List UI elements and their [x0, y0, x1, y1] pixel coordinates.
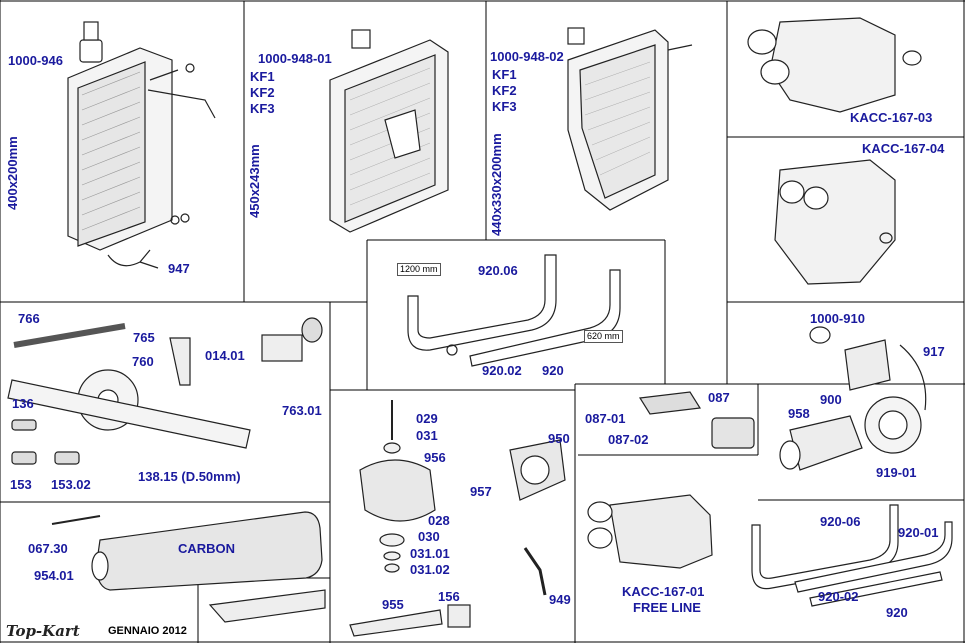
label-920-01: 920-01 — [898, 525, 939, 540]
label-957: 957 — [470, 484, 492, 499]
label-kf2-b: KF2 — [492, 83, 517, 98]
label-kf3-b: KF3 — [492, 99, 517, 114]
label-765: 765 — [133, 330, 155, 345]
label-920-a: 920 — [542, 363, 564, 378]
label-920-06-a: 920.06 — [478, 263, 518, 278]
label-138-15: 138.15 (D.50mm) — [138, 469, 241, 484]
label-958: 958 — [788, 406, 810, 421]
label-087: 087 — [708, 390, 730, 405]
label-919-01: 919-01 — [876, 465, 917, 480]
label-087-02: 087-02 — [608, 432, 649, 447]
label-950: 950 — [548, 431, 570, 446]
label-030: 030 — [418, 529, 440, 544]
label-920-02-a: 920.02 — [482, 363, 522, 378]
label-153-02: 153.02 — [51, 477, 91, 492]
label-kf2-a: KF2 — [250, 85, 275, 100]
label-1200-mm: 1200 mm — [397, 263, 441, 276]
hose-set-2-drawing — [751, 504, 953, 607]
label-031: 031 — [416, 428, 438, 443]
label-620-mm: 620 mm — [584, 330, 623, 343]
label-kacc-167-04: KACC-167-04 — [862, 141, 945, 156]
label-kacc-167-03: KACC-167-03 — [850, 110, 933, 125]
label-760: 760 — [132, 354, 154, 369]
label-carbon: CARBON — [178, 541, 236, 556]
label-156: 156 — [438, 589, 460, 604]
label-087-01: 087-01 — [585, 411, 626, 426]
label-153: 153 — [10, 477, 32, 492]
airbox-kacc-167-03-drawing — [747, 17, 922, 113]
label-031-01: 031.01 — [410, 546, 450, 561]
edition-date: GENNAIO 2012 — [108, 625, 187, 637]
label-1000-946: 1000-946 — [8, 53, 63, 68]
label-766: 766 — [18, 311, 40, 326]
label-028: 028 — [428, 513, 450, 528]
label-763-01: 763.01 — [282, 403, 322, 418]
label-free-line: FREE LINE — [633, 600, 701, 615]
label-920-b: 920 — [886, 605, 908, 620]
carburetor-parts-drawing — [349, 400, 566, 637]
label-947: 947 — [168, 261, 190, 276]
label-900: 900 — [820, 392, 842, 407]
label-955: 955 — [382, 597, 404, 612]
sprocket-axle-drawing — [7, 317, 323, 465]
label-014-01: 014.01 — [205, 348, 245, 363]
water-pump-drawing — [779, 326, 927, 471]
label-949: 949 — [549, 592, 571, 607]
label-kacc-167-01: KACC-167-01 — [622, 584, 705, 599]
radiator-1000-948-01-drawing — [329, 29, 449, 233]
label-067-30: 067.30 — [28, 541, 68, 556]
label-954-01: 954.01 — [34, 568, 74, 583]
label-1000-948-01: 1000-948-01 — [258, 51, 332, 66]
airbox-kacc-167-01-drawing — [587, 391, 755, 569]
label-kf1-a: KF1 — [250, 69, 275, 84]
label-kf1-b: KF1 — [492, 67, 517, 82]
exhaust-drawing — [51, 511, 326, 623]
label-kf3-a: KF3 — [250, 101, 275, 116]
label-1000-948-02: 1000-948-02 — [490, 49, 564, 64]
label-size-450x243: 450x243mm — [247, 144, 262, 218]
brand-logo: Top-Kart — [6, 622, 80, 640]
label-920-02-b: 920-02 — [818, 589, 859, 604]
label-031-02: 031.02 — [410, 562, 450, 577]
label-920-06-b: 920-06 — [820, 514, 861, 529]
radiator-1000-948-02-drawing — [567, 27, 693, 211]
label-size-440x330x200: 440x330x200mm — [489, 133, 504, 236]
label-size-400x200: 400x200mm — [5, 136, 20, 210]
label-917: 917 — [923, 344, 945, 359]
airbox-kacc-167-04-drawing — [774, 159, 896, 285]
label-956: 956 — [424, 450, 446, 465]
label-136: 136 — [12, 396, 34, 411]
radiator-1000-946-drawing — [67, 21, 216, 269]
label-1000-910: 1000-910 — [810, 311, 865, 326]
label-029: 029 — [416, 411, 438, 426]
